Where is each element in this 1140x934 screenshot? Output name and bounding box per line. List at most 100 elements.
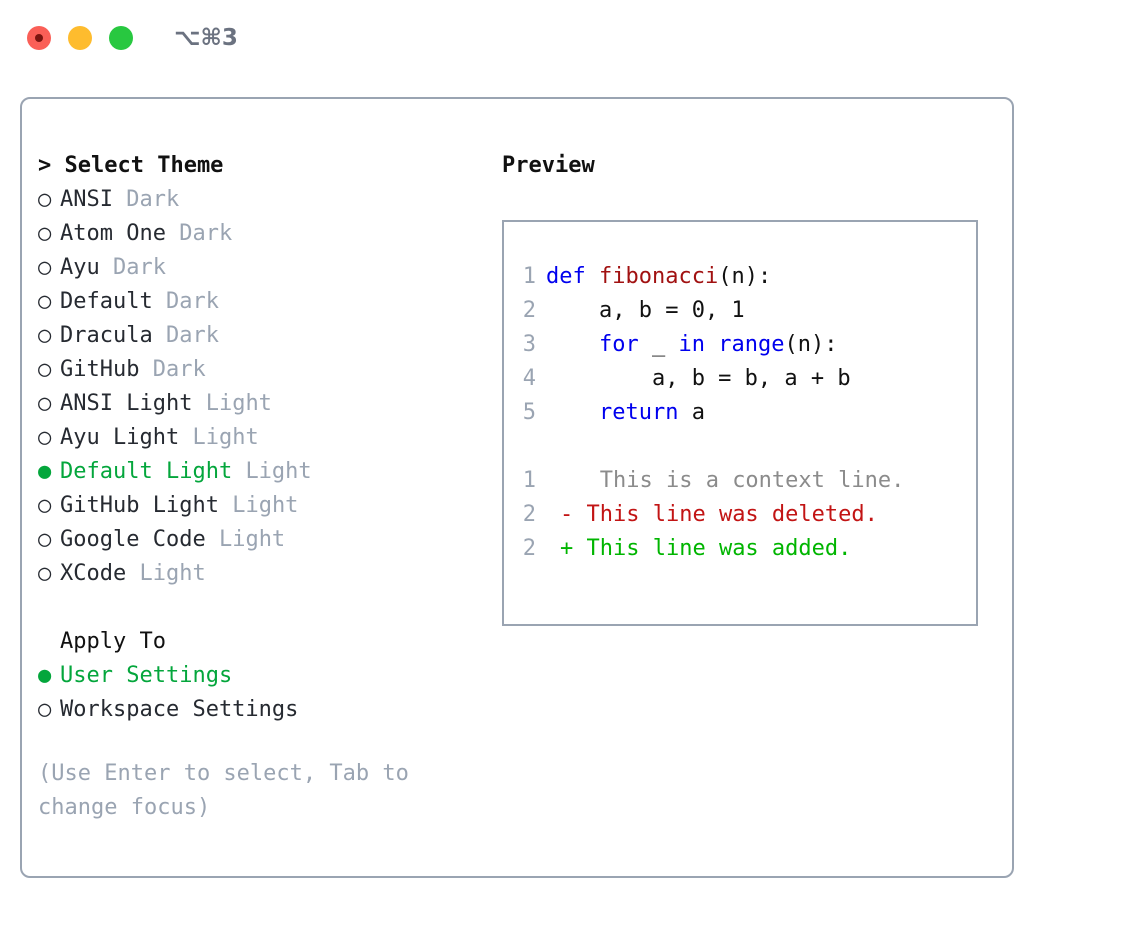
code-line-text: for _ in range(n): [546, 328, 837, 362]
theme-category: Light [205, 391, 272, 416]
diff-line-number: 1 [522, 468, 536, 493]
code-token: in [678, 332, 705, 357]
minimize-window-icon[interactable] [68, 26, 92, 50]
theme-label-spacer [100, 251, 113, 285]
theme-list-item[interactable]: ○ANSI Dark [38, 183, 478, 217]
theme-name: Google Code [60, 527, 206, 552]
diff-sign [546, 464, 573, 498]
theme-category: Dark [179, 221, 233, 246]
theme-category: Light [245, 459, 312, 484]
radio-unselected-icon: ○ [38, 255, 52, 280]
theme-label-spacer [206, 523, 219, 557]
maximize-window-icon[interactable] [109, 26, 133, 50]
theme-list-item[interactable]: ○ANSI Light Light [38, 387, 478, 421]
diff-line: 2- This line was deleted. [504, 498, 976, 532]
radio-unselected-icon: ○ [38, 221, 52, 246]
title-bar: ⌥⌘3 [0, 0, 1140, 76]
diff-line: 1 This is a context line. [504, 464, 976, 498]
diff-line-text: This line was added. [573, 536, 852, 561]
theme-list-item[interactable]: ○ Google Code Light [38, 523, 478, 557]
theme-label-spacer [192, 387, 205, 421]
diff-sample: 1 This is a context line.2- This line wa… [504, 464, 976, 566]
theme-label-spacer [139, 353, 152, 387]
theme-category: Dark [113, 255, 166, 280]
theme-name: Default [60, 289, 153, 314]
theme-name: Default Light [60, 459, 233, 484]
code-line-text: return a [546, 396, 705, 430]
code-line-text: a, b = 0, 1 [546, 294, 745, 328]
code-diff-spacer [504, 430, 976, 464]
theme-category: Dark [126, 187, 180, 212]
code-token: a [678, 400, 705, 425]
theme-list-item[interactable]: ○ Dracula Dark [38, 319, 478, 353]
radio-unselected-icon: ○ [38, 697, 52, 722]
theme-list-item[interactable]: ● Default Light Light [38, 455, 478, 489]
apply-to-option[interactable]: ● User Settings [38, 659, 478, 693]
theme-list-item[interactable]: ○GitHub Light Light [38, 489, 478, 523]
diff-line-number: 2 [522, 536, 536, 561]
theme-list-item[interactable]: ○GitHub Dark [38, 353, 478, 387]
radio-unselected-icon: ○ [38, 527, 52, 552]
theme-label-spacer [179, 421, 192, 455]
theme-label-spacer [166, 217, 179, 251]
radio-unselected-icon: ○ [38, 425, 52, 450]
radio-unselected-icon: ○ [38, 323, 52, 348]
theme-label-spacer [153, 319, 166, 353]
theme-picker-panel: > Select Theme ○ANSI Dark○Atom One Dark○… [20, 97, 1014, 878]
theme-category: Light [218, 527, 286, 552]
code-token: (n): [718, 264, 772, 289]
theme-label-spacer [126, 557, 139, 591]
theme-name: Ayu Light [60, 425, 180, 450]
preview-header: Preview [502, 153, 595, 178]
code-line: 5 return a [504, 396, 976, 430]
code-token: return [598, 400, 679, 425]
code-token: range [718, 332, 785, 357]
theme-category: Dark [165, 289, 219, 314]
code-token [705, 332, 718, 357]
radio-unselected-icon: ○ [38, 561, 52, 586]
theme-list-item[interactable]: ○Ayu Light Light [38, 421, 478, 455]
code-token [546, 400, 599, 425]
diff-line-number: 2 [522, 502, 536, 527]
theme-list[interactable]: ○ANSI Dark○Atom One Dark○Ayu Dark○Defaul… [38, 183, 478, 591]
diff-line-text: This line was deleted. [573, 502, 878, 527]
diff-sign: + [560, 536, 574, 561]
apply-to-label: User Settings [60, 663, 233, 688]
code-line-text: def fibonacci(n): [546, 260, 771, 294]
radio-selected-icon: ● [38, 459, 52, 484]
theme-name: ANSI Light [60, 391, 193, 416]
code-token: for [598, 332, 639, 357]
code-token [546, 332, 599, 357]
radio-unselected-icon: ○ [38, 289, 52, 314]
code-line: 2 a, b = 0, 1 [504, 294, 976, 328]
code-line-number: 3 [522, 332, 536, 357]
theme-label-spacer [219, 489, 232, 523]
theme-list-item[interactable]: ○ Default Dark [38, 285, 478, 319]
apply-to-option[interactable]: ○ Workspace Settings [38, 693, 478, 727]
code-sample: 1 def fibonacci(n):2 a, b = 0, 1 3 for _ i… [504, 260, 976, 430]
radio-unselected-icon: ○ [38, 187, 52, 212]
close-window-icon[interactable] [27, 26, 51, 50]
theme-category: Dark [165, 323, 219, 348]
diff-line-text: This is a context line. [573, 468, 905, 493]
theme-name: XCode [60, 561, 127, 586]
radio-selected-icon: ● [38, 663, 52, 688]
apply-to-list[interactable]: ● User Settings ○ Workspace Settings [38, 659, 478, 727]
apply-to-header: Apply To [60, 629, 166, 654]
radio-unselected-icon: ○ [38, 493, 52, 518]
window-controls [27, 26, 133, 50]
code-token: (n): [784, 332, 838, 357]
theme-list-item[interactable]: ○XCode Light [38, 557, 478, 591]
diff-line: 2 + This line was added. [504, 532, 976, 566]
code-token: a, b = b, a + b [546, 366, 851, 391]
theme-selection-column: > Select Theme ○ANSI Dark○Atom One Dark○… [38, 149, 478, 825]
theme-name: Dracula [60, 323, 153, 348]
code-line-number: 1 [522, 264, 536, 289]
theme-list-item[interactable]: ○Atom One Dark [38, 217, 478, 251]
keyboard-shortcut-label: ⌥⌘3 [174, 25, 238, 51]
theme-list-item[interactable]: ○Ayu Dark [38, 251, 478, 285]
apply-to-label: Workspace Settings [60, 697, 299, 722]
